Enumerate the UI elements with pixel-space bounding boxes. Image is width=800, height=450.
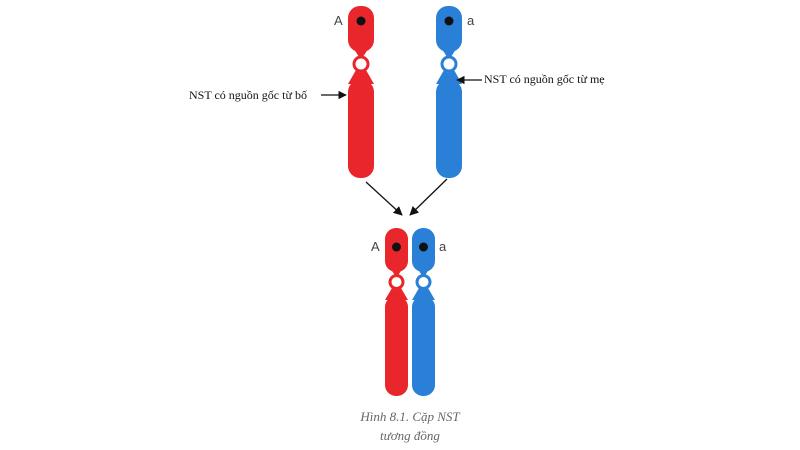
pair-paternal-allele-label: A bbox=[371, 239, 380, 254]
maternal-chromosome bbox=[436, 6, 462, 178]
maternal-lower-neck bbox=[436, 70, 462, 84]
pair-paternal-chromosome bbox=[385, 228, 408, 396]
maternal-centromere bbox=[440, 55, 458, 73]
paternal-long-arm bbox=[348, 80, 374, 178]
paternal-locus-dot bbox=[356, 16, 366, 26]
pair-maternal-centromere bbox=[415, 274, 432, 290]
pair-paternal-upper-neck bbox=[389, 266, 404, 278]
paternal-lower-neck bbox=[348, 70, 374, 84]
pair-maternal-lower-neck bbox=[412, 288, 435, 300]
maternal-locus-dot bbox=[444, 16, 454, 26]
paternal-origin-label: NST có nguồn gốc từ bố bbox=[189, 88, 307, 102]
pair-paternal-lower-neck bbox=[385, 288, 408, 300]
pair-paternal-locus-dot bbox=[392, 242, 401, 252]
maternal-allele-label: a bbox=[467, 13, 475, 28]
caption-line-2: tương đồng bbox=[380, 428, 440, 443]
maternal-long-arm bbox=[436, 80, 462, 178]
pair-maternal-allele-label: a bbox=[439, 239, 447, 254]
converge-arrow-right bbox=[409, 178, 448, 216]
paternal-centromere bbox=[352, 55, 370, 73]
maternal-short-arm bbox=[436, 6, 462, 52]
pair-maternal-long-arm bbox=[412, 296, 435, 396]
pair-maternal-locus-dot bbox=[419, 242, 428, 252]
pair-maternal-chromosome bbox=[412, 228, 435, 396]
paternal-upper-neck bbox=[352, 46, 370, 60]
maternal-origin-label: NST có nguồn gốc từ mẹ bbox=[484, 72, 605, 86]
paternal-allele-label: A bbox=[334, 13, 343, 28]
maternal-upper-neck bbox=[440, 46, 458, 60]
pair-maternal-upper-neck bbox=[416, 266, 431, 278]
paternal-chromosome bbox=[348, 6, 374, 178]
pair-paternal-long-arm bbox=[385, 296, 408, 396]
caption-line-1: Hình 8.1. Cặp NST bbox=[359, 409, 460, 424]
pair-paternal-centromere bbox=[388, 274, 405, 290]
converge-arrow-left bbox=[365, 181, 403, 216]
paternal-short-arm bbox=[348, 6, 374, 52]
